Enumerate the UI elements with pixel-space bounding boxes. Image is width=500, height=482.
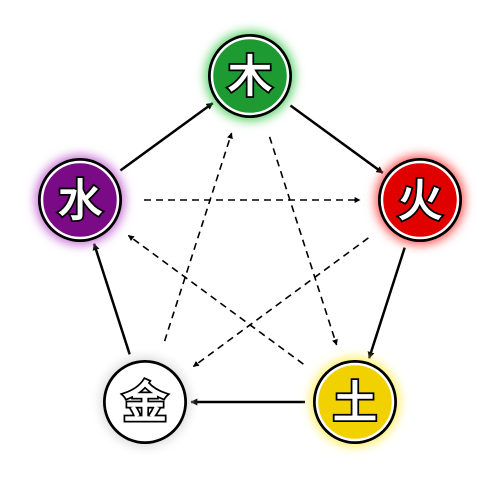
node-water-label: 水 [58,176,103,227]
arrow-metal-to-wood [163,132,233,342]
generating-cycle [92,102,406,406]
overcoming-cycle [127,132,369,368]
arrow-fire-to-earth [367,247,406,359]
node-wood: 木 [205,31,295,121]
arrow-wood-to-fire [289,104,384,174]
node-fire-label: 火 [398,176,442,227]
node-earth: 土 [310,357,400,447]
node-wood-label: 木 [228,52,272,103]
arrow-earth-to-water [127,234,304,365]
node-metal: 金 [100,357,190,447]
node-fire: 火 [375,155,465,245]
node-metal-label: 金 [122,378,168,429]
arrow-wood-to-earth [268,136,338,346]
node-water: 水 [35,155,125,245]
arrow-water-to-wood [119,102,214,172]
arrow-metal-to-water [92,243,131,355]
arrow-fire-to-metal [192,237,369,368]
node-earth-label: 土 [333,378,377,429]
